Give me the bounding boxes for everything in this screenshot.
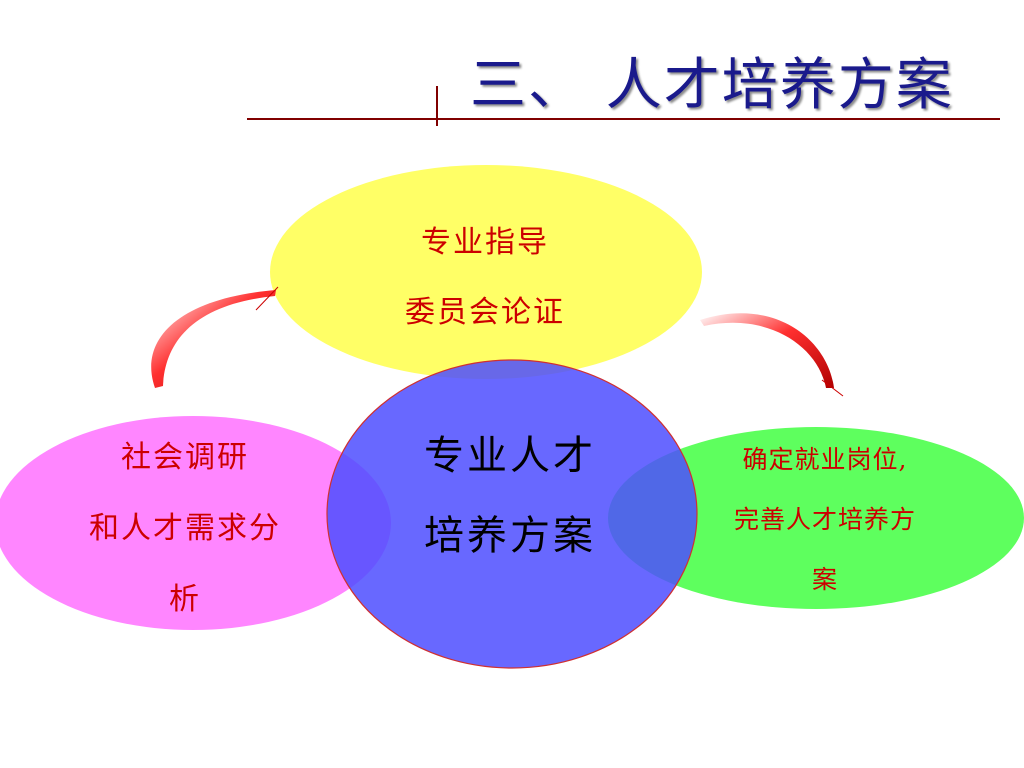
node-right-line-1: 确定就业岗位, [742,445,908,474]
node-left-line-3: 析 [169,582,201,617]
node-center-line-1: 专业人才 [424,433,596,479]
page-title: 三、 人才培养方案 [470,53,954,118]
node-top-label: 专业指导 委员会论证 [330,222,640,334]
node-right-ellipse [608,427,1024,609]
node-center-line-2: 培养方案 [424,513,596,559]
node-right-line-3: 案 [811,565,838,594]
arrow-left-to-top [151,286,279,388]
node-left-line-2: 和人才需求分 [89,511,281,546]
node-top-line-1: 专业指导 [421,225,549,260]
node-center-ellipse [326,359,698,669]
node-left-line-1: 社会调研 [121,440,249,475]
node-center-label: 专业人才 培养方案 [345,428,675,564]
node-left-ellipse [0,416,391,630]
node-right-label: 确定就业岗位, 完善人才培养方 案 [690,442,960,598]
node-right-line-2: 完善人才培养方 [733,505,916,534]
node-top-ellipse [270,165,702,379]
arrow-top-to-right [700,313,844,397]
node-left-label: 社会调研 和人才需求分 析 [40,438,330,620]
node-top-line-2: 委员会论证 [405,295,565,330]
